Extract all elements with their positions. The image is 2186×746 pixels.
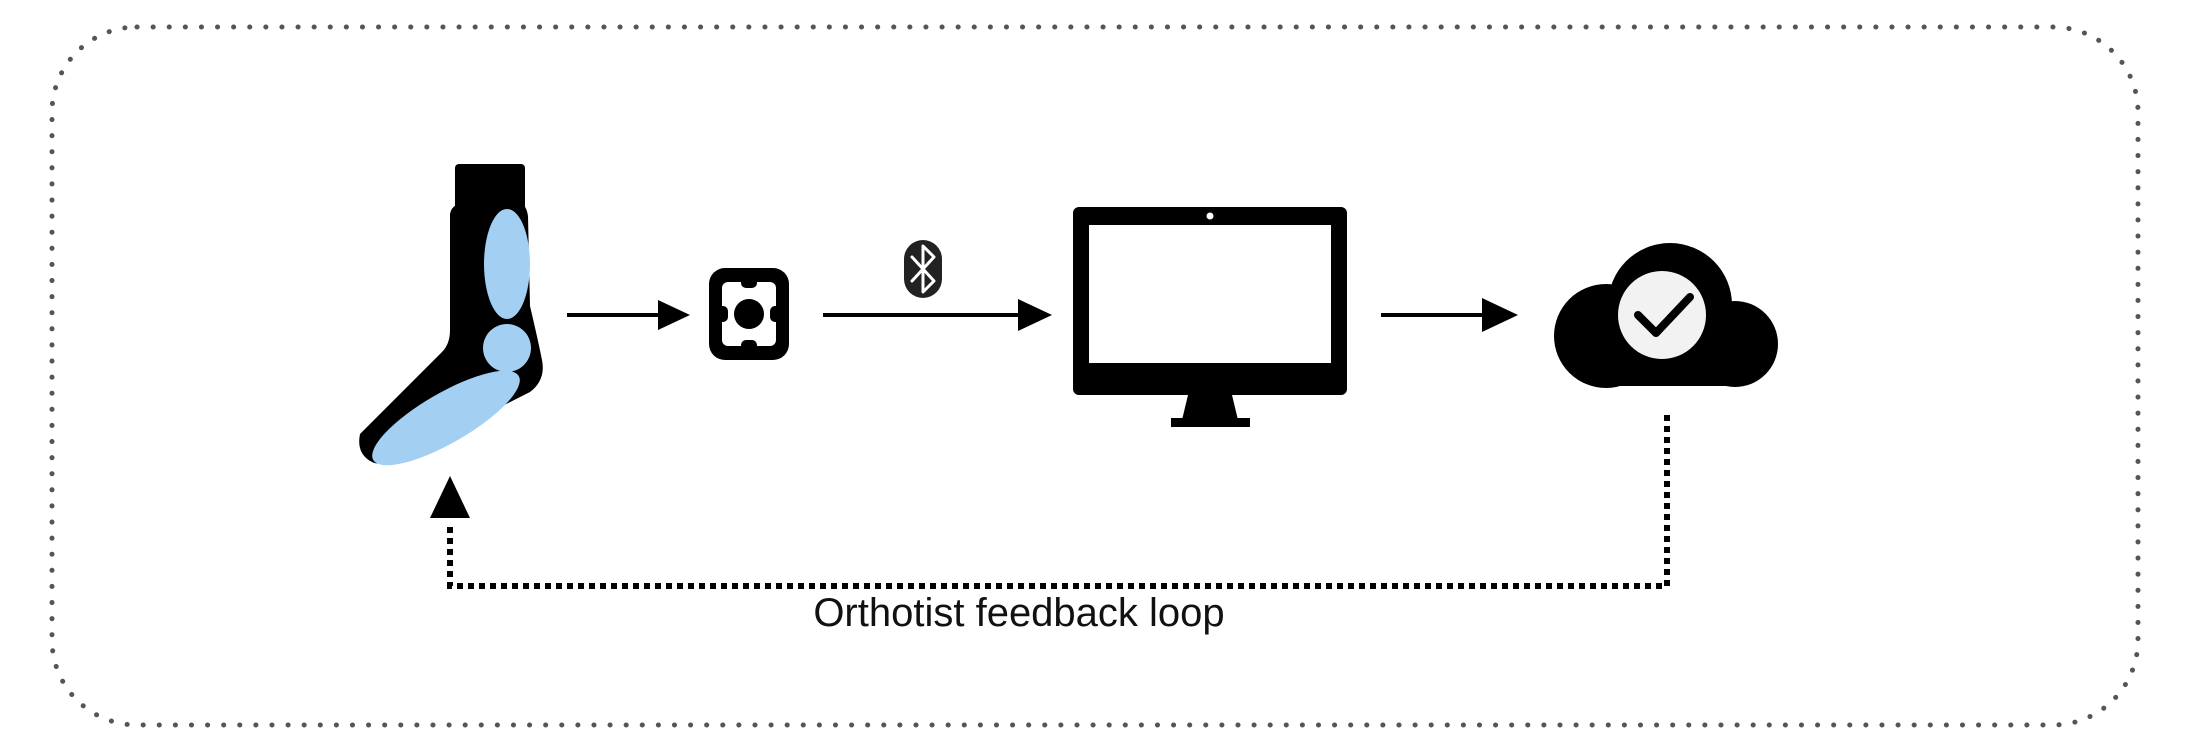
dotted-frame-border bbox=[49, 24, 2141, 728]
feedback-arrowhead bbox=[430, 476, 470, 518]
sensor-pad-upper bbox=[484, 209, 530, 319]
feedback-loop-label: Orthotist feedback loop bbox=[813, 591, 1224, 635]
arrow-monitor-to-cloud bbox=[1381, 298, 1518, 332]
check-mark-icon bbox=[1634, 293, 1694, 337]
arrow-orthosis-to-sensor bbox=[567, 300, 690, 330]
check-circle bbox=[1618, 271, 1706, 359]
ankle-foot-orthosis-icon bbox=[359, 164, 543, 466]
webcam-dot bbox=[1206, 212, 1214, 220]
sensor-pad-middle bbox=[483, 324, 531, 372]
sensor-module-icon bbox=[709, 268, 789, 360]
sensor-pad-sole bbox=[372, 370, 520, 466]
feedback-loop-path bbox=[430, 415, 1670, 589]
bluetooth-icon bbox=[904, 240, 942, 298]
cloud-check-icon bbox=[1554, 243, 1778, 388]
arrow-sensor-to-monitor bbox=[823, 299, 1052, 331]
computer-monitor-icon bbox=[1073, 207, 1347, 427]
